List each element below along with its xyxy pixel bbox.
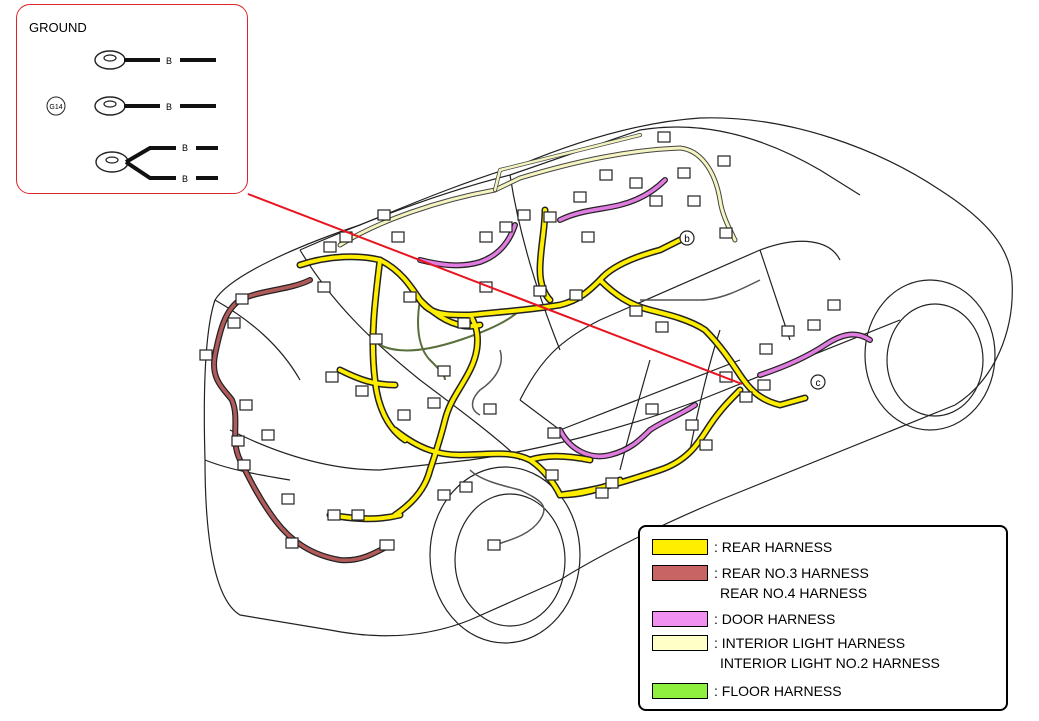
legend-item-interior-light-harness: : INTERIOR LIGHT HARNESS INTERIOR LIGHT …	[652, 633, 940, 673]
harness-legend: : REAR HARNESS : REAR NO.3 HARNESS REAR …	[638, 525, 1008, 711]
legend-swatch-rear	[652, 539, 708, 555]
ground-inset-panel: GROUND	[16, 4, 248, 194]
legend-label: INTERIOR LIGHT NO.2 HARNESS	[720, 655, 940, 671]
connector-marker-c: c	[810, 374, 826, 390]
interior-light-harness-route	[337, 133, 738, 248]
ground-inset-symbols: B G14 B B B	[46, 50, 218, 184]
ground-callout-line	[247, 193, 743, 385]
legend-label: : INTERIOR LIGHT HARNESS	[714, 635, 906, 651]
legend-label: REAR NO.4 HARNESS	[720, 585, 868, 601]
legend-item-rear-harness: : REAR HARNESS	[652, 537, 832, 557]
ground-id-label: G14	[49, 104, 62, 111]
ground-inset-title: GROUND	[29, 20, 87, 35]
legend-item-door-harness: : DOOR HARNESS	[652, 609, 835, 629]
ground-terminal-1: B	[94, 50, 216, 70]
wire-color-label-2: B	[166, 102, 172, 112]
wire-color-label-3: B	[182, 143, 188, 153]
legend-label: : REAR HARNESS	[714, 539, 833, 555]
ground-terminal-2: G14 B	[46, 96, 216, 116]
connectors	[199, 131, 841, 551]
legend-swatch-door	[652, 611, 708, 627]
legend-item-floor-harness: : FLOOR HARNESS	[652, 681, 842, 701]
misc-wires	[469, 279, 761, 546]
ground-terminal-3: B B	[95, 143, 218, 184]
svg-text:b: b	[684, 234, 690, 245]
legend-label: : DOOR HARNESS	[714, 611, 836, 627]
legend-swatch-floor	[652, 683, 708, 699]
legend-item-rear-no3-harness: : REAR NO.3 HARNESS REAR NO.4 HARNESS	[652, 563, 869, 603]
legend-swatch-interior	[652, 635, 708, 651]
legend-label: : REAR NO.3 HARNESS	[714, 565, 869, 581]
legend-label: : FLOOR HARNESS	[714, 683, 842, 699]
door-harness-routes	[417, 177, 873, 460]
rear-harness-routes	[296, 206, 809, 523]
legend-swatch-rear-no3	[652, 565, 708, 581]
wire-color-label-4: B	[182, 174, 188, 184]
svg-text:c: c	[816, 378, 821, 389]
wire-color-label-1: B	[166, 56, 172, 66]
connector-marker-b: b	[679, 230, 695, 246]
